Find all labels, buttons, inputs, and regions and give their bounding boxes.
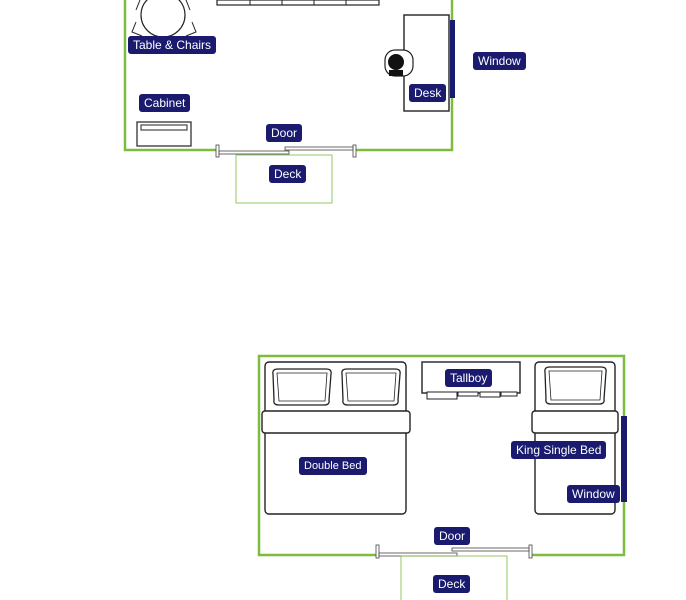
label-cabinet: Cabinet [139, 94, 191, 112]
top-sliding-door [215, 144, 357, 158]
cabinet-shape [136, 121, 192, 147]
king-single-bed-shape [531, 361, 619, 515]
label-desk: Desk [409, 84, 447, 102]
label-tallboy: Tallboy [445, 369, 493, 387]
table-chairs [131, 0, 197, 38]
label-double-bed: Double Bed [299, 457, 367, 475]
top-shelf-unit [216, 0, 380, 6]
label-door-top: Door [266, 124, 303, 142]
label-deck-top: Deck [269, 165, 307, 183]
top-deck [235, 154, 333, 204]
bottom-room-walls [257, 354, 626, 557]
label-deck-bottom: Deck [433, 575, 471, 593]
bottom-sliding-door [375, 544, 533, 559]
top-window [450, 20, 455, 98]
bottom-room [257, 354, 627, 600]
bottom-deck [400, 555, 508, 600]
double-bed-shape [261, 361, 411, 515]
label-window-bottom: Window [567, 485, 620, 503]
label-king-single-bed: King Single Bed [511, 441, 607, 459]
desk-chair [384, 49, 414, 77]
label-door-bottom: Door [434, 527, 471, 545]
label-window-top: Window [473, 52, 526, 70]
label-table-chairs: Table & Chairs [128, 36, 217, 54]
bottom-window [621, 416, 627, 502]
